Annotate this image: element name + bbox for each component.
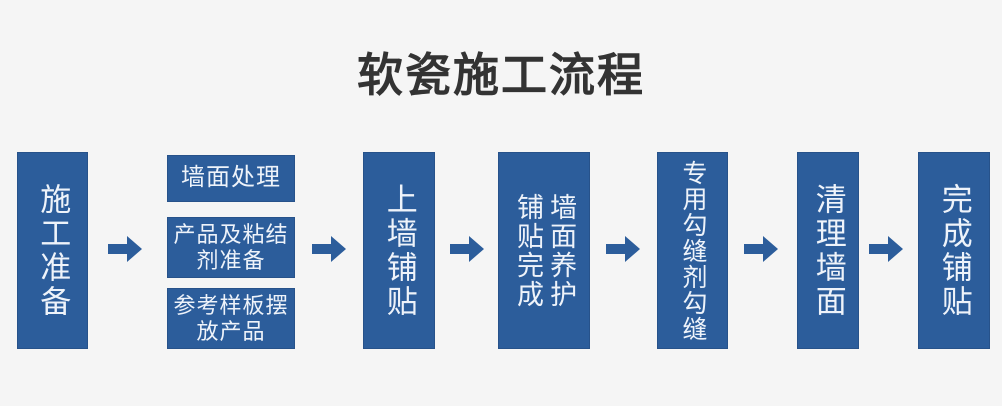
flow-step-prep[interactable]: 施工准备 bbox=[17, 152, 88, 349]
flow-step-finish[interactable]: 铺贴完成 墙面养护 bbox=[498, 152, 590, 349]
flow-step-label: 上墙铺贴 bbox=[381, 182, 417, 319]
flow-step-label: 施工准备 bbox=[35, 182, 71, 319]
flow-arrow-icon bbox=[312, 234, 346, 264]
flow-arrow-icon bbox=[606, 234, 640, 264]
flow-arrow-icon bbox=[108, 234, 142, 264]
flow-step-label: 铺贴完成 bbox=[513, 192, 543, 309]
flow-step-label-secondary: 墙面养护 bbox=[546, 192, 577, 309]
flow-step-label: 产品及粘结剂准备 bbox=[173, 221, 289, 273]
page-title: 软瓷施工流程 bbox=[357, 49, 645, 101]
flow-step-label: 参考样板摆放产品 bbox=[173, 292, 289, 344]
flow-step-label: 墙面处理 bbox=[181, 164, 281, 192]
flow-step-lay[interactable]: 上墙铺贴 bbox=[363, 152, 435, 349]
flow-step-columns: 铺贴完成 墙面养护 bbox=[513, 192, 577, 309]
flow-step-label: 完成铺贴 bbox=[936, 182, 972, 319]
flow-step-done[interactable]: 完成铺贴 bbox=[918, 152, 990, 349]
flow-step-material[interactable]: 产品及粘结剂准备 bbox=[167, 217, 295, 278]
process-flow: 施工准备 墙面处理 产品及粘结剂准备 参考样板摆放产品 上墙铺贴 bbox=[0, 146, 1002, 356]
flow-arrow-icon bbox=[744, 234, 778, 264]
flow-step-grout[interactable]: 专用勾缝剂勾缝 bbox=[657, 152, 728, 349]
flow-arrow-icon bbox=[450, 234, 484, 264]
flow-step-label: 专用勾缝剂勾缝 bbox=[679, 159, 707, 342]
flow-step-clean[interactable]: 清理墙面 bbox=[797, 152, 859, 349]
flow-step-wallprep[interactable]: 墙面处理 bbox=[167, 155, 295, 202]
flow-step-label: 清理墙面 bbox=[810, 182, 846, 319]
flow-step-sample[interactable]: 参考样板摆放产品 bbox=[167, 288, 295, 349]
flow-arrow-icon bbox=[869, 234, 903, 264]
